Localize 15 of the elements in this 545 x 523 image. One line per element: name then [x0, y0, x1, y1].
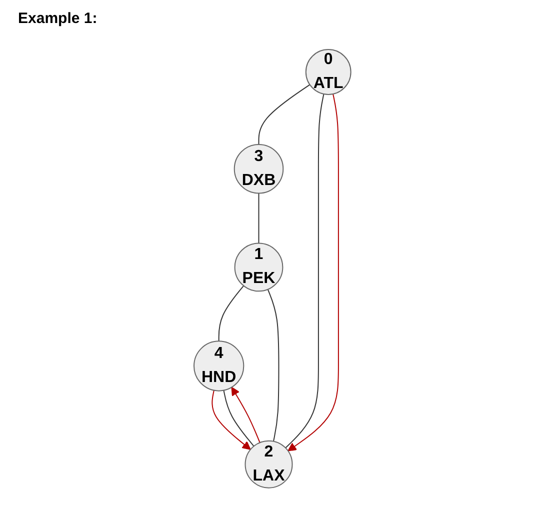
connector — [267, 288, 280, 442]
connector — [218, 285, 244, 342]
node-circle: 1 PEK — [234, 242, 284, 292]
node-circle: 3 DXB — [234, 144, 284, 194]
node-circle: 2 LAX — [244, 440, 293, 488]
node-circle: 0 ATL — [305, 48, 352, 95]
diagram-title: Example 1: — [18, 10, 98, 27]
connector — [258, 84, 310, 145]
connector — [223, 390, 254, 447]
arrow — [288, 93, 340, 452]
arrow — [212, 390, 251, 450]
node-circle: 4 HND — [194, 340, 244, 392]
arrow — [231, 386, 260, 443]
connector — [258, 192, 260, 244]
connector — [285, 93, 324, 448]
